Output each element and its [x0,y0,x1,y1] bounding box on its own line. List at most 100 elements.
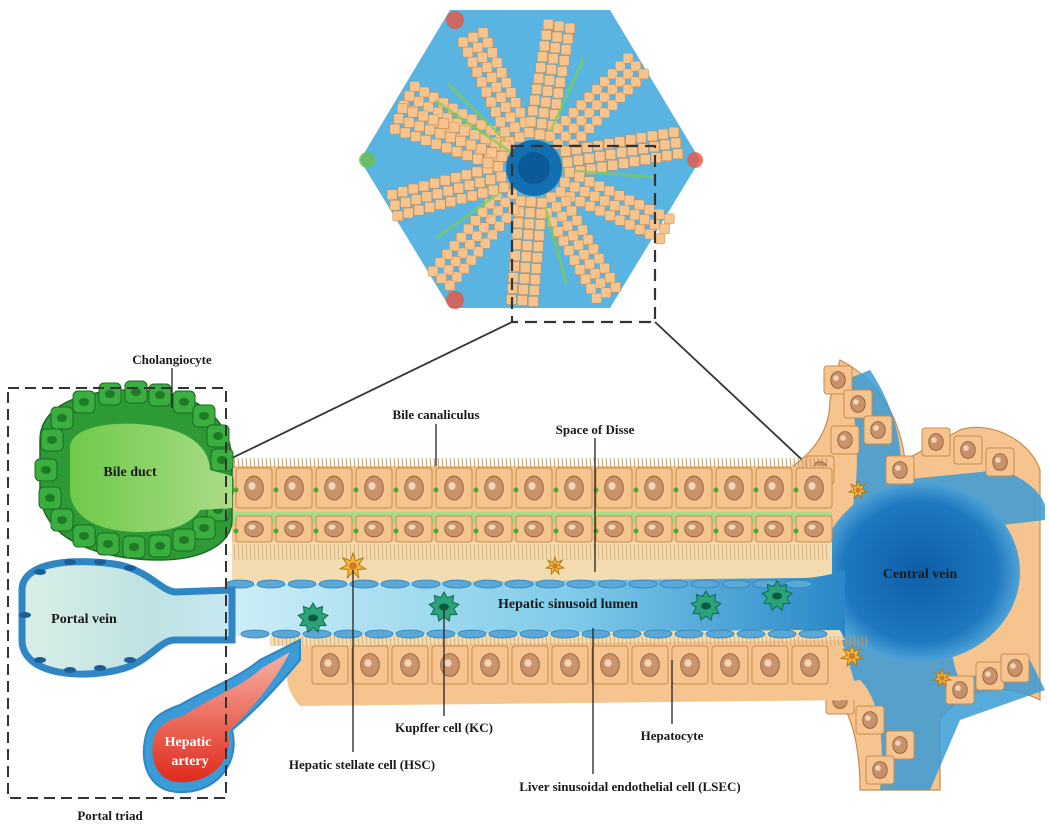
nucleus [830,371,846,389]
lsec-cell [318,579,348,589]
hepatocyte-cell [945,675,975,705]
nucleus [837,431,853,449]
endothelial-nucleus [19,612,31,618]
label-space-of-disse: Space of Disse [556,422,635,437]
nucleus [41,466,51,474]
lobule-zoom-box [510,144,657,324]
hepatocyte-cell [431,645,469,685]
cholangiocyte-cell [124,380,148,404]
lsec-cell [783,579,813,589]
lsec-cell [612,629,642,639]
label-hepatic-artery-line2: artery [171,754,208,769]
lsec-cell [380,579,410,589]
label-hepatic-sinusoid-lumen: Hepatic sinusoid lumen [498,597,638,612]
hepatocyte-cell [315,467,353,509]
nucleus [47,436,57,444]
nucleus [850,395,866,413]
nucleus [982,667,998,685]
nucleus [217,456,227,464]
central-vein [820,482,1020,662]
hepatocyte-cell [275,467,313,509]
hepatocyte-cell [435,515,473,543]
lsec-cell [473,579,503,589]
nucleus [179,398,189,406]
endothelial-nucleus [34,657,46,663]
cholangiocyte-cell [172,390,196,414]
cholangiocyte-cell [50,406,74,430]
hepatocyte-cell [975,661,1005,691]
lsec-cell [643,629,673,639]
leader-lines [171,368,673,774]
nucleus [57,414,67,422]
nucleus [439,603,449,611]
nucleus [892,736,908,754]
cholangiocyte-cell [98,382,122,406]
hepatocyte-cell [551,645,589,685]
nucleus [129,543,139,551]
lsec-cell [256,579,286,589]
hepatocyte-cell [515,467,553,509]
cholangiocyte-cell [172,528,196,552]
endothelial-nucleus [34,569,46,575]
hepatocyte-cell [830,425,860,455]
zoom-line-left [231,321,513,459]
lsec-cell [488,629,518,639]
hepatic-sinusoid [232,570,845,640]
hepatocyte-cell [675,515,713,543]
nucleus [155,391,165,399]
hepatocyte-cell [855,705,885,735]
nucleus [45,494,55,502]
endothelial-nucleus [64,667,76,673]
lsec-cell [659,579,689,589]
lsec-cell [581,629,611,639]
hepatocyte-cell [511,645,549,685]
hepatocyte-cell [515,515,553,543]
lsec-cell [705,629,735,639]
portal-triad [7,380,301,799]
hepatocyte-cell [823,365,853,395]
nucleus [199,524,209,532]
lsec-cell [240,629,270,639]
lsec-cell [736,629,766,639]
lsec-cell [628,579,658,589]
cholangiocyte-cell [210,448,234,472]
lsec-cell [721,579,751,589]
nucleus [199,412,209,420]
cholangiocyte-cell [50,508,74,532]
nucleus [552,563,558,569]
hepatocyte-cell [671,645,709,685]
hepatocyte-cell [395,515,433,543]
hepatocyte-cell [555,515,593,543]
hepatocyte-cell [843,389,873,419]
hepatocyte-cell [635,467,673,509]
nucleus [952,681,968,699]
hepatocyte-cell [591,645,629,685]
label-hepatic-stellate-cell: Hepatic stellate cell (HSC) [289,757,435,772]
lsec-cell [333,629,363,639]
hepatocyte-cell [953,435,983,465]
lsec-cell [767,629,797,639]
cholangiocyte-cell [72,524,96,548]
nucleus [179,536,189,544]
kupffer-cells [297,580,793,634]
hepatocyte-cell [711,645,749,685]
hepatocyte-cell [1000,653,1030,683]
nucleus [939,675,945,681]
hepatocyte-cell [755,515,793,543]
nucleus [862,711,878,729]
lsec-cell [566,579,596,589]
hepatocyte-cell [635,515,673,543]
hepatic-artery [152,652,290,783]
stellate-cell [544,555,566,576]
hepatocyte-cell [235,467,273,509]
lsec-cell [597,579,627,589]
nucleus [213,432,223,440]
hepatocyte-cell [755,467,793,509]
lsec-cells [225,579,828,639]
label-portal-triad: Portal triad [77,808,143,823]
cholangiocyte-cell [96,532,120,556]
label-hepatocyte: Hepatocyte [641,728,704,743]
hepatocyte-cell [795,467,833,509]
hepatocyte-cell [921,427,951,457]
kupffer-cell [428,591,460,623]
